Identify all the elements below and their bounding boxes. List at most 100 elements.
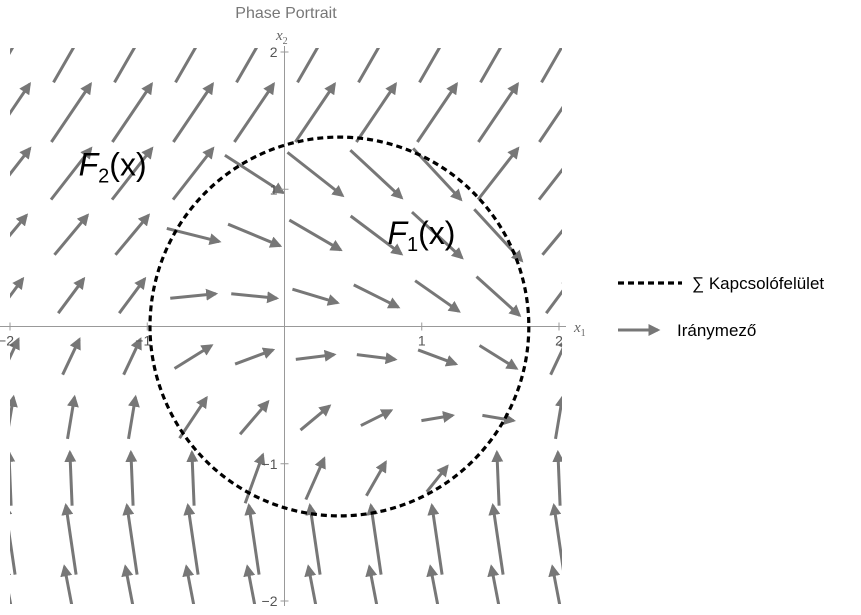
region-labels: F2(x) F1(x) [79,147,456,257]
svg-text:x2: x2 [275,28,288,47]
field-arrow [295,349,337,362]
field-arrow [121,564,135,604]
field-arrow [125,449,138,506]
field-arrow [182,564,196,604]
field-arrow [294,82,336,143]
field-arrow [171,146,215,201]
field-arrow [425,464,449,493]
field-arrow [491,449,504,506]
field-arrow [538,105,562,143]
field-arrow [227,222,283,248]
field-arrow [548,564,562,604]
field-arrow [356,352,398,365]
field-arrow [353,283,401,309]
field-arrow [186,449,199,506]
field-arrow [10,82,31,116]
x-tick-label: 2 [555,333,563,349]
svg-text:x1: x1 [573,320,586,339]
field-arrow [482,413,516,425]
field-arrow [414,279,461,313]
region-label-1: F2(x) [79,147,147,188]
field-arrow [417,348,459,367]
legend: ∑ Kapcsolófelület Iránymező [618,274,824,340]
field-arrow [172,82,214,143]
field-arrow [234,347,276,366]
field-arrow [10,276,25,299]
y-tick-label: −1 [262,456,278,472]
field-arrow [174,48,198,84]
field-arrow [111,82,153,143]
field-arrow [545,276,562,315]
field-arrow [540,48,562,84]
field-arrow [541,229,562,256]
y-axis-label: x2 [275,28,288,47]
x-tick-label: −2 [0,333,14,349]
field-arrow [299,404,332,432]
field-arrow [304,456,326,501]
field-arrow [365,460,387,497]
field-arrow [61,337,81,376]
field-arrow [114,213,151,256]
field-arrow [357,48,381,84]
region-label-2: F1(x) [387,215,455,256]
y-tick-label: −2 [262,593,278,609]
x-axis-label: x1 [573,320,586,339]
field-arrow [235,48,259,84]
field-arrow [243,452,266,504]
field-arrow [427,502,444,575]
field-arrow [10,48,15,56]
chart-title: Phase Portrait [235,5,337,22]
field-arrow [296,48,320,84]
field-arrow [49,146,93,201]
field-arrow [233,82,275,143]
legend-label-direction-field: Iránymező [677,321,756,340]
field-arrow [292,287,340,306]
field-arrow [66,394,79,440]
field-arrow [475,275,522,317]
field-arrow [10,337,20,361]
field-arrow [61,502,78,575]
field-arrow [113,48,137,84]
field-arrow [122,337,142,376]
field-arrow [479,48,503,84]
x-tick-label: −1 [135,333,151,349]
field-arrow [549,502,562,571]
field-arrow [487,564,501,604]
direction-field [10,48,562,604]
field-arrow [537,167,562,201]
y-tick-label: 1 [270,181,278,197]
field-arrow [127,394,140,440]
field-arrow [224,154,286,195]
field-arrow [64,449,77,506]
field-arrow [10,213,29,238]
field-arrow [365,564,379,604]
field-arrow [349,149,404,200]
field-arrow [421,411,455,423]
field-arrow [10,146,32,177]
field-arrow [418,48,442,84]
field-arrow [231,291,280,304]
field-arrow [52,48,76,84]
y-tick-label: 2 [270,44,278,60]
field-arrow [288,218,343,252]
field-arrow [349,214,404,256]
field-arrow [552,449,562,506]
field-arrow [178,395,208,439]
field-arrow [478,344,519,370]
field-arrow [118,276,147,315]
field-arrow [238,399,270,436]
field-arrow [412,147,463,202]
field-arrow [244,502,261,575]
field-arrow [554,394,562,440]
field-arrow [549,337,562,376]
field-arrow [304,564,318,604]
field-arrow [183,502,200,575]
field-arrow [110,146,154,201]
legend-label-switching-surface: ∑ Kapcsolófelület [692,274,824,293]
field-arrow [50,82,92,143]
field-arrow [10,564,13,604]
field-arrow [10,449,16,506]
field-arrow [426,564,440,604]
field-arrow [476,146,520,201]
